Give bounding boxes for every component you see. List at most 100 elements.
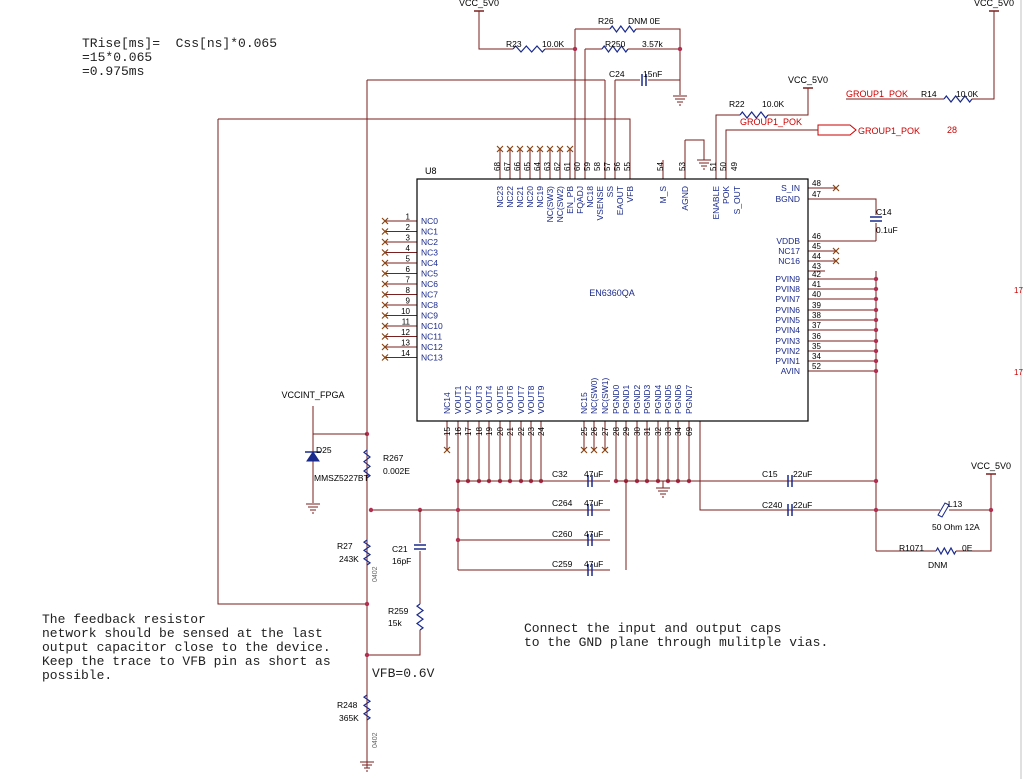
pin-name: NC16 [778,256,800,266]
zener-diode-icon [306,451,320,462]
resistor-icon [415,603,425,631]
component-label: 10.0K [956,89,979,99]
pin-number: 43 [812,262,821,271]
net-label-group1-pok: GROUP1_POK [740,117,802,127]
component-label: C15 [762,469,778,479]
pin-number: 41 [812,280,821,289]
component-label: C32 [552,469,568,479]
junction-dot [873,507,879,513]
junction-dot [873,286,879,292]
pin-number: 29 [622,427,631,436]
component-label: R27 [337,541,353,551]
component-label: R267 [383,453,404,463]
pin-name: VOUT7 [516,385,526,414]
c14-net [836,198,877,215]
component-label: 10.0K [762,99,785,109]
pin-name: BGND [775,194,800,204]
no-connect-mark [381,280,389,288]
pin-number: 45 [812,242,821,251]
pin-name: NC21 [515,186,525,208]
pin-name: NC3 [421,248,438,258]
ic-part-number: EN6360QA [589,288,635,298]
junction-dot [873,348,879,354]
no-connect-mark [381,312,389,319]
vfb-net [218,118,631,179]
pin-name: S_OUT [732,186,742,214]
pin-number: 8 [406,286,411,295]
component-label: L13 [948,499,962,509]
pin-number: 64 [533,162,542,171]
pin-name: NC18 [585,186,595,208]
power-net-label: VCC_5V0 [974,0,1014,8]
no-connect-mark [381,343,389,351]
pin-number: 49 [730,162,739,171]
pin-name: EAOUT [615,186,625,215]
pin-number: 28 [612,427,621,436]
ic-refdes: U8 [425,166,437,176]
no-connect-mark [546,145,554,153]
pin-number: 21 [506,427,515,436]
no-connect-mark [526,145,534,153]
r1071-net [956,510,992,552]
pin-name: NC9 [421,311,438,321]
pin-number: 14 [401,349,410,358]
pin-number: 10 [401,307,410,316]
pin-name: NC1 [421,227,438,237]
pvin-cap-net [699,421,876,511]
component-label: C24 [609,69,625,79]
pin-name: NC4 [421,258,438,268]
no-connect-mark [832,257,840,265]
no-connect-mark [381,228,389,235]
pin-number: 47 [812,190,821,199]
pin-name: FQADJ [575,186,585,214]
ic-body [416,178,809,422]
component-label: R26 [598,16,614,26]
pin-name: NC7 [421,290,438,300]
pin-name: NC2 [421,237,438,247]
no-connect-mark [381,270,389,277]
pin-number: 59 [583,162,592,171]
pin-name: NC11 [421,332,442,342]
junction-dot [873,358,879,364]
pin-name: PGND4 [653,384,663,414]
power-net-icon [803,87,813,96]
no-connect-mark [381,238,389,246]
package-label: 0402 [372,732,379,748]
pin-name: S_IN [781,183,800,193]
power-net-icon [989,10,999,19]
pin-number: 54 [656,162,665,171]
page-ref: 28 [947,125,957,135]
pin-name: PVIN1 [775,356,800,366]
pin-number: 23 [527,427,536,436]
pin-name: NC0 [421,216,438,226]
pin-name: NC20 [525,186,535,208]
caps-note: Connect the input and output caps to the… [524,621,829,650]
component-label: 3.57k [642,39,664,49]
component-label: 0.002E [383,466,410,476]
pin-name: NC23 [495,186,505,208]
pin-number: 16 [454,427,463,436]
junction-dot [368,507,374,513]
pin-name: NC(SW2) [555,186,565,223]
pin-name: AGND [680,186,690,211]
pin-number: 58 [593,162,602,171]
pin-number: 50 [719,162,728,171]
no-connect-mark [566,145,574,153]
no-connect-mark [832,184,840,192]
pin-number: 62 [553,162,562,171]
pin-name: VSENSE [595,186,605,221]
vccint-net [312,406,367,435]
vfb-return [217,119,367,605]
component-label: MMSZ5227BT [314,473,369,483]
pin-name: NC15 [579,392,589,414]
power-net-icon [474,10,484,19]
component-label: C14 [876,207,892,217]
component-label: C264 [552,498,573,508]
no-connect-mark [381,217,389,225]
component-label: R250 [605,39,626,49]
ground-icon [360,761,374,772]
offpage-connector-icon [817,124,857,136]
pin-name: NC5 [421,269,438,279]
pin-number: 17 [464,427,473,436]
